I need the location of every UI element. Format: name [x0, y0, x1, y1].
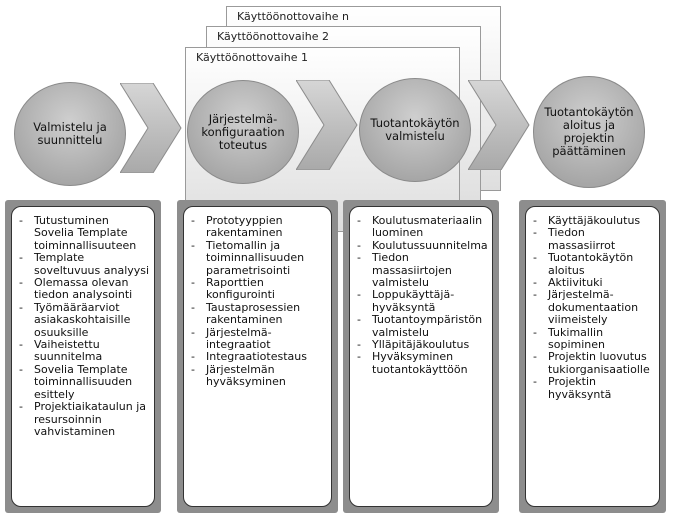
task-item: Tiedon massasiirrot — [532, 227, 655, 252]
task-item: Tukimallin sopiminen — [532, 326, 655, 352]
task-item: Template soveltuvuus analyysi — [18, 252, 150, 277]
task-item: Loppukäyttäjä-hyväksyntä — [356, 289, 488, 314]
task-panel-inner: Prototyyppien rakentaminenTietomallin ja… — [183, 206, 332, 507]
task-list: Tutustuminen Sovelia Template toiminnall… — [18, 214, 150, 438]
task-panel-inner: KäyttäjäkoulutusTiedon massasiirrotTuota… — [525, 206, 660, 507]
task-item: Järjestelmä-integraatiot — [190, 326, 327, 352]
task-item: Tietomallin ja toiminnallisuuden paramet… — [190, 239, 327, 277]
task-list: KäyttäjäkoulutusTiedon massasiirrotTuota… — [532, 214, 655, 401]
task-item: Taustaprosessien rakentaminen — [190, 301, 327, 327]
task-item: Työmääräarviot asiakaskohtaisille osuuks… — [18, 301, 150, 339]
task-panel-4: KäyttäjäkoulutusTiedon massasiirrotTuota… — [519, 200, 666, 513]
task-panel-3: Koulutusmateriaalin luominenKoulutussuun… — [343, 200, 499, 513]
task-item: Sovelia Template toiminnallisuuden esitt… — [18, 363, 150, 401]
task-item: Järjestelmä-dokumentaation viimeistely — [532, 289, 655, 326]
task-item: Vaiheistettu suunnitelma — [18, 338, 150, 364]
task-item: Integraatiotestaus — [190, 351, 327, 365]
task-item: Järjestelmän hyväksyminen — [190, 363, 327, 389]
phase-title-3: Tuotantokäytön valmistelu — [370, 116, 460, 143]
stack-label-phase-n: Käyttöönottovaihe n — [237, 10, 349, 23]
stack-label-phase-1: Käyttöönottovaihe 1 — [196, 51, 308, 64]
chevron-arrow-icon — [468, 80, 530, 170]
task-item: Projektiaikataulun ja resursoinnin vahvi… — [18, 400, 150, 438]
task-item: Koulutussuunnitelma — [356, 239, 488, 253]
phase-circle-3: Tuotantokäytön valmistelu — [359, 78, 471, 182]
task-item: Koulutusmateriaalin luominen — [356, 214, 488, 240]
task-list: Koulutusmateriaalin luominenKoulutussuun… — [356, 214, 488, 376]
phase-title-1: Valmistelu ja suunnittelu — [33, 120, 107, 147]
task-panel-2: Prototyyppien rakentaminenTietomallin ja… — [177, 200, 338, 513]
task-item: Tutustuminen Sovelia Template toiminnall… — [18, 214, 150, 252]
chevron-arrow-icon — [296, 80, 358, 170]
task-panel-inner: Koulutusmateriaalin luominenKoulutussuun… — [349, 206, 493, 507]
task-item: Hyväksyminen tuotantokäyttöön — [356, 351, 488, 376]
task-item: Aktiivituki — [532, 276, 655, 290]
task-list: Prototyyppien rakentaminenTietomallin ja… — [190, 214, 327, 389]
task-panel-inner: Tutustuminen Sovelia Template toiminnall… — [11, 206, 155, 507]
phase-circle-1: Valmistelu ja suunnittelu — [14, 82, 126, 186]
task-item: Tuotantoympäristön valmistelu — [356, 314, 488, 339]
task-item: Projektin luovutus tukiorganisaatiolle — [532, 351, 655, 376]
task-item: Tuotantokäytön aloitus — [532, 252, 655, 277]
phase-title-2: Järjestelmä-konfiguraation toteutus — [201, 111, 285, 152]
phase-circle-2: Järjestelmä-konfiguraation toteutus — [187, 80, 299, 184]
task-item: Tiedon massasiirtojen valmistelu — [356, 251, 488, 289]
task-item: Käyttäjäkoulutus — [532, 214, 655, 228]
stack-label-phase-2: Käyttöönottovaihe 2 — [217, 30, 329, 43]
task-item: Prototyyppien rakentaminen — [190, 214, 327, 240]
task-item: Raporttien konfigurointi — [190, 276, 327, 302]
phase-circle-4: Tuotantokäytön aloitus ja projektin päät… — [533, 76, 645, 188]
task-panel-1: Tutustuminen Sovelia Template toiminnall… — [5, 200, 161, 513]
task-item: Ylläpitäjäkoulutus — [356, 338, 488, 352]
chevron-arrow-icon — [120, 83, 182, 173]
task-item: Olemassa olevan tiedon analysointi — [18, 276, 150, 302]
task-item: Projektin hyväksyntä — [532, 376, 655, 401]
phase-title-4: Tuotantokäytön aloitus ja projektin päät… — [544, 105, 634, 158]
